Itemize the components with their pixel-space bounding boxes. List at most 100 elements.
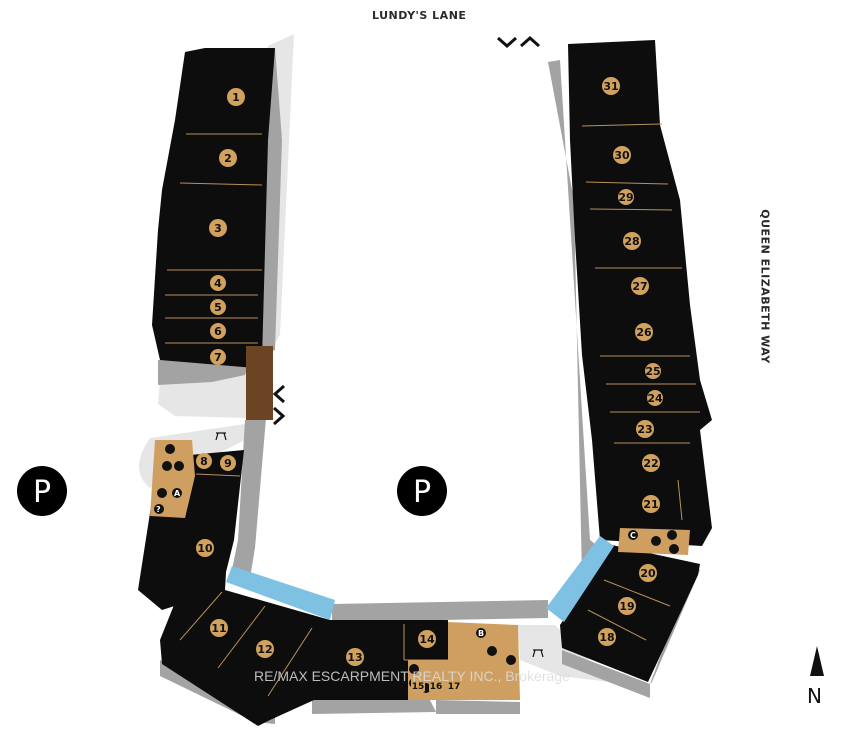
- unit-badge-shape: [447, 677, 461, 692]
- unit-number: 16: [430, 682, 443, 692]
- unit-number: 15: [412, 682, 425, 692]
- unit-badge-16[interactable]: 16: [429, 677, 443, 692]
- parking-west-label: P: [33, 475, 51, 510]
- unit-badge-shape: [227, 88, 245, 106]
- unit-badge-shape: [210, 323, 226, 339]
- unit-badge-shape: [346, 648, 364, 666]
- unit-number: 29: [618, 191, 633, 204]
- unit-badge-28[interactable]: 28: [623, 232, 641, 250]
- unit-badge-11[interactable]: 11: [210, 619, 228, 637]
- unit-badge-3[interactable]: 3: [209, 219, 227, 237]
- unit-badge-13[interactable]: 13: [346, 648, 364, 666]
- wheelchair-icon-3: [669, 544, 679, 554]
- unit-badge-shape: [635, 323, 653, 341]
- unit-badge-2[interactable]: 2: [219, 149, 237, 167]
- unit-badge-6[interactable]: 6: [210, 323, 226, 339]
- unit-number: 17: [448, 682, 461, 692]
- unit-number: 23: [637, 423, 652, 436]
- entrance-arrows: [272, 35, 540, 426]
- unit-badge-25[interactable]: 25: [645, 363, 661, 379]
- unit-badge-15[interactable]: 15: [411, 677, 425, 692]
- unit-badge-14[interactable]: 14: [418, 630, 436, 648]
- watermark: RE/MAX ESCARPMENT REALTY INC., Brokerage: [254, 668, 570, 684]
- unit-badge-shape: [598, 628, 616, 646]
- restroom-icon-2: [174, 461, 184, 471]
- parking-center: P: [397, 466, 447, 516]
- unit-badge-shape: [411, 677, 425, 692]
- unit-badge-23[interactable]: 23: [636, 420, 654, 438]
- unit-number: 22: [643, 457, 658, 470]
- unit-number: 12: [257, 643, 272, 656]
- unit-badge-shape: [642, 495, 660, 513]
- unit-badge-27[interactable]: 27: [631, 277, 649, 295]
- c-icon: [628, 530, 638, 540]
- unit-badge-shape: [418, 630, 436, 648]
- picnic-icon: [215, 432, 544, 658]
- unit-badge-shape: [618, 189, 634, 205]
- unit-number: 7: [214, 351, 222, 364]
- restroom-icon-5: [651, 536, 661, 546]
- unit-badge-30[interactable]: 30: [613, 146, 631, 164]
- unit-badge-22[interactable]: 22: [642, 454, 660, 472]
- unit-number: 2: [224, 152, 232, 165]
- unit-number: 4: [214, 277, 222, 290]
- unit-badge-19[interactable]: 19: [618, 597, 636, 615]
- unit-badge-18[interactable]: 18: [598, 628, 616, 646]
- unit-badge-shape: [623, 232, 641, 250]
- unit-number: 31: [603, 80, 618, 93]
- restroom-icon: [162, 461, 172, 471]
- unit-badge-7[interactable]: 7: [210, 349, 226, 365]
- unit-number: 28: [624, 235, 639, 248]
- unit-badge-10[interactable]: 10: [196, 539, 214, 557]
- unit-dividers: [165, 123, 700, 697]
- unit-number: 9: [224, 457, 232, 470]
- bus-icon: [165, 444, 175, 454]
- unit-badge-24[interactable]: 24: [647, 390, 663, 406]
- glass-walkways: [226, 536, 614, 622]
- unit-badge-20[interactable]: 20: [639, 564, 657, 582]
- b-icon: [476, 628, 486, 638]
- unit-number: 5: [214, 301, 222, 314]
- unit-badge-shape: [647, 390, 663, 406]
- unit-badge-12[interactable]: 12: [256, 640, 274, 658]
- unit-badge-shape: [631, 277, 649, 295]
- unit-badge-shape: [256, 640, 274, 658]
- unit-badge-shape: [220, 455, 236, 471]
- unit-badge-5[interactable]: 5: [210, 299, 226, 315]
- unit-badge-1[interactable]: 1: [227, 88, 245, 106]
- unit-badge-21[interactable]: 21: [642, 495, 660, 513]
- unit-badge-8[interactable]: 8: [196, 453, 212, 469]
- unit-badge-shape: [210, 619, 228, 637]
- unit-badge-shape: [209, 219, 227, 237]
- unit-number: 30: [614, 149, 630, 162]
- unit-number: 13: [347, 651, 362, 664]
- family-icon: [487, 646, 497, 656]
- unit-number: 11: [211, 622, 226, 635]
- unit-number: 20: [640, 567, 656, 580]
- unit-number: 8: [200, 455, 208, 468]
- unit-badge-9[interactable]: 9: [220, 455, 236, 471]
- unit-badge-29[interactable]: 29: [618, 189, 634, 205]
- unit-badge-shape: [639, 564, 657, 582]
- atm-icon-label: A: [174, 489, 181, 498]
- unit-badge-4[interactable]: 4: [210, 275, 226, 291]
- unit-badge-26[interactable]: 26: [635, 323, 653, 341]
- unit-badge-17[interactable]: 17: [447, 677, 461, 692]
- phone-icon-2: [667, 530, 677, 540]
- parking-center-label: P: [413, 475, 431, 510]
- road-label-lundys-lane: LUNDY'S LANE: [372, 9, 467, 22]
- north-label: N: [807, 684, 822, 708]
- unit-number: 19: [619, 600, 634, 613]
- unit-badge-shape: [210, 275, 226, 291]
- unit-number: 3: [214, 222, 222, 235]
- unit-number: 21: [643, 498, 658, 511]
- unit-badge-shape: [645, 363, 661, 379]
- unit-badge-shape: [642, 454, 660, 472]
- unit-badge-shape: [210, 299, 226, 315]
- unit-badge-shape: [618, 597, 636, 615]
- unit-number: 26: [636, 326, 652, 339]
- unit-badge-31[interactable]: 31: [602, 77, 620, 95]
- unit-badge-shape: [210, 349, 226, 365]
- unit-number: 10: [197, 542, 213, 555]
